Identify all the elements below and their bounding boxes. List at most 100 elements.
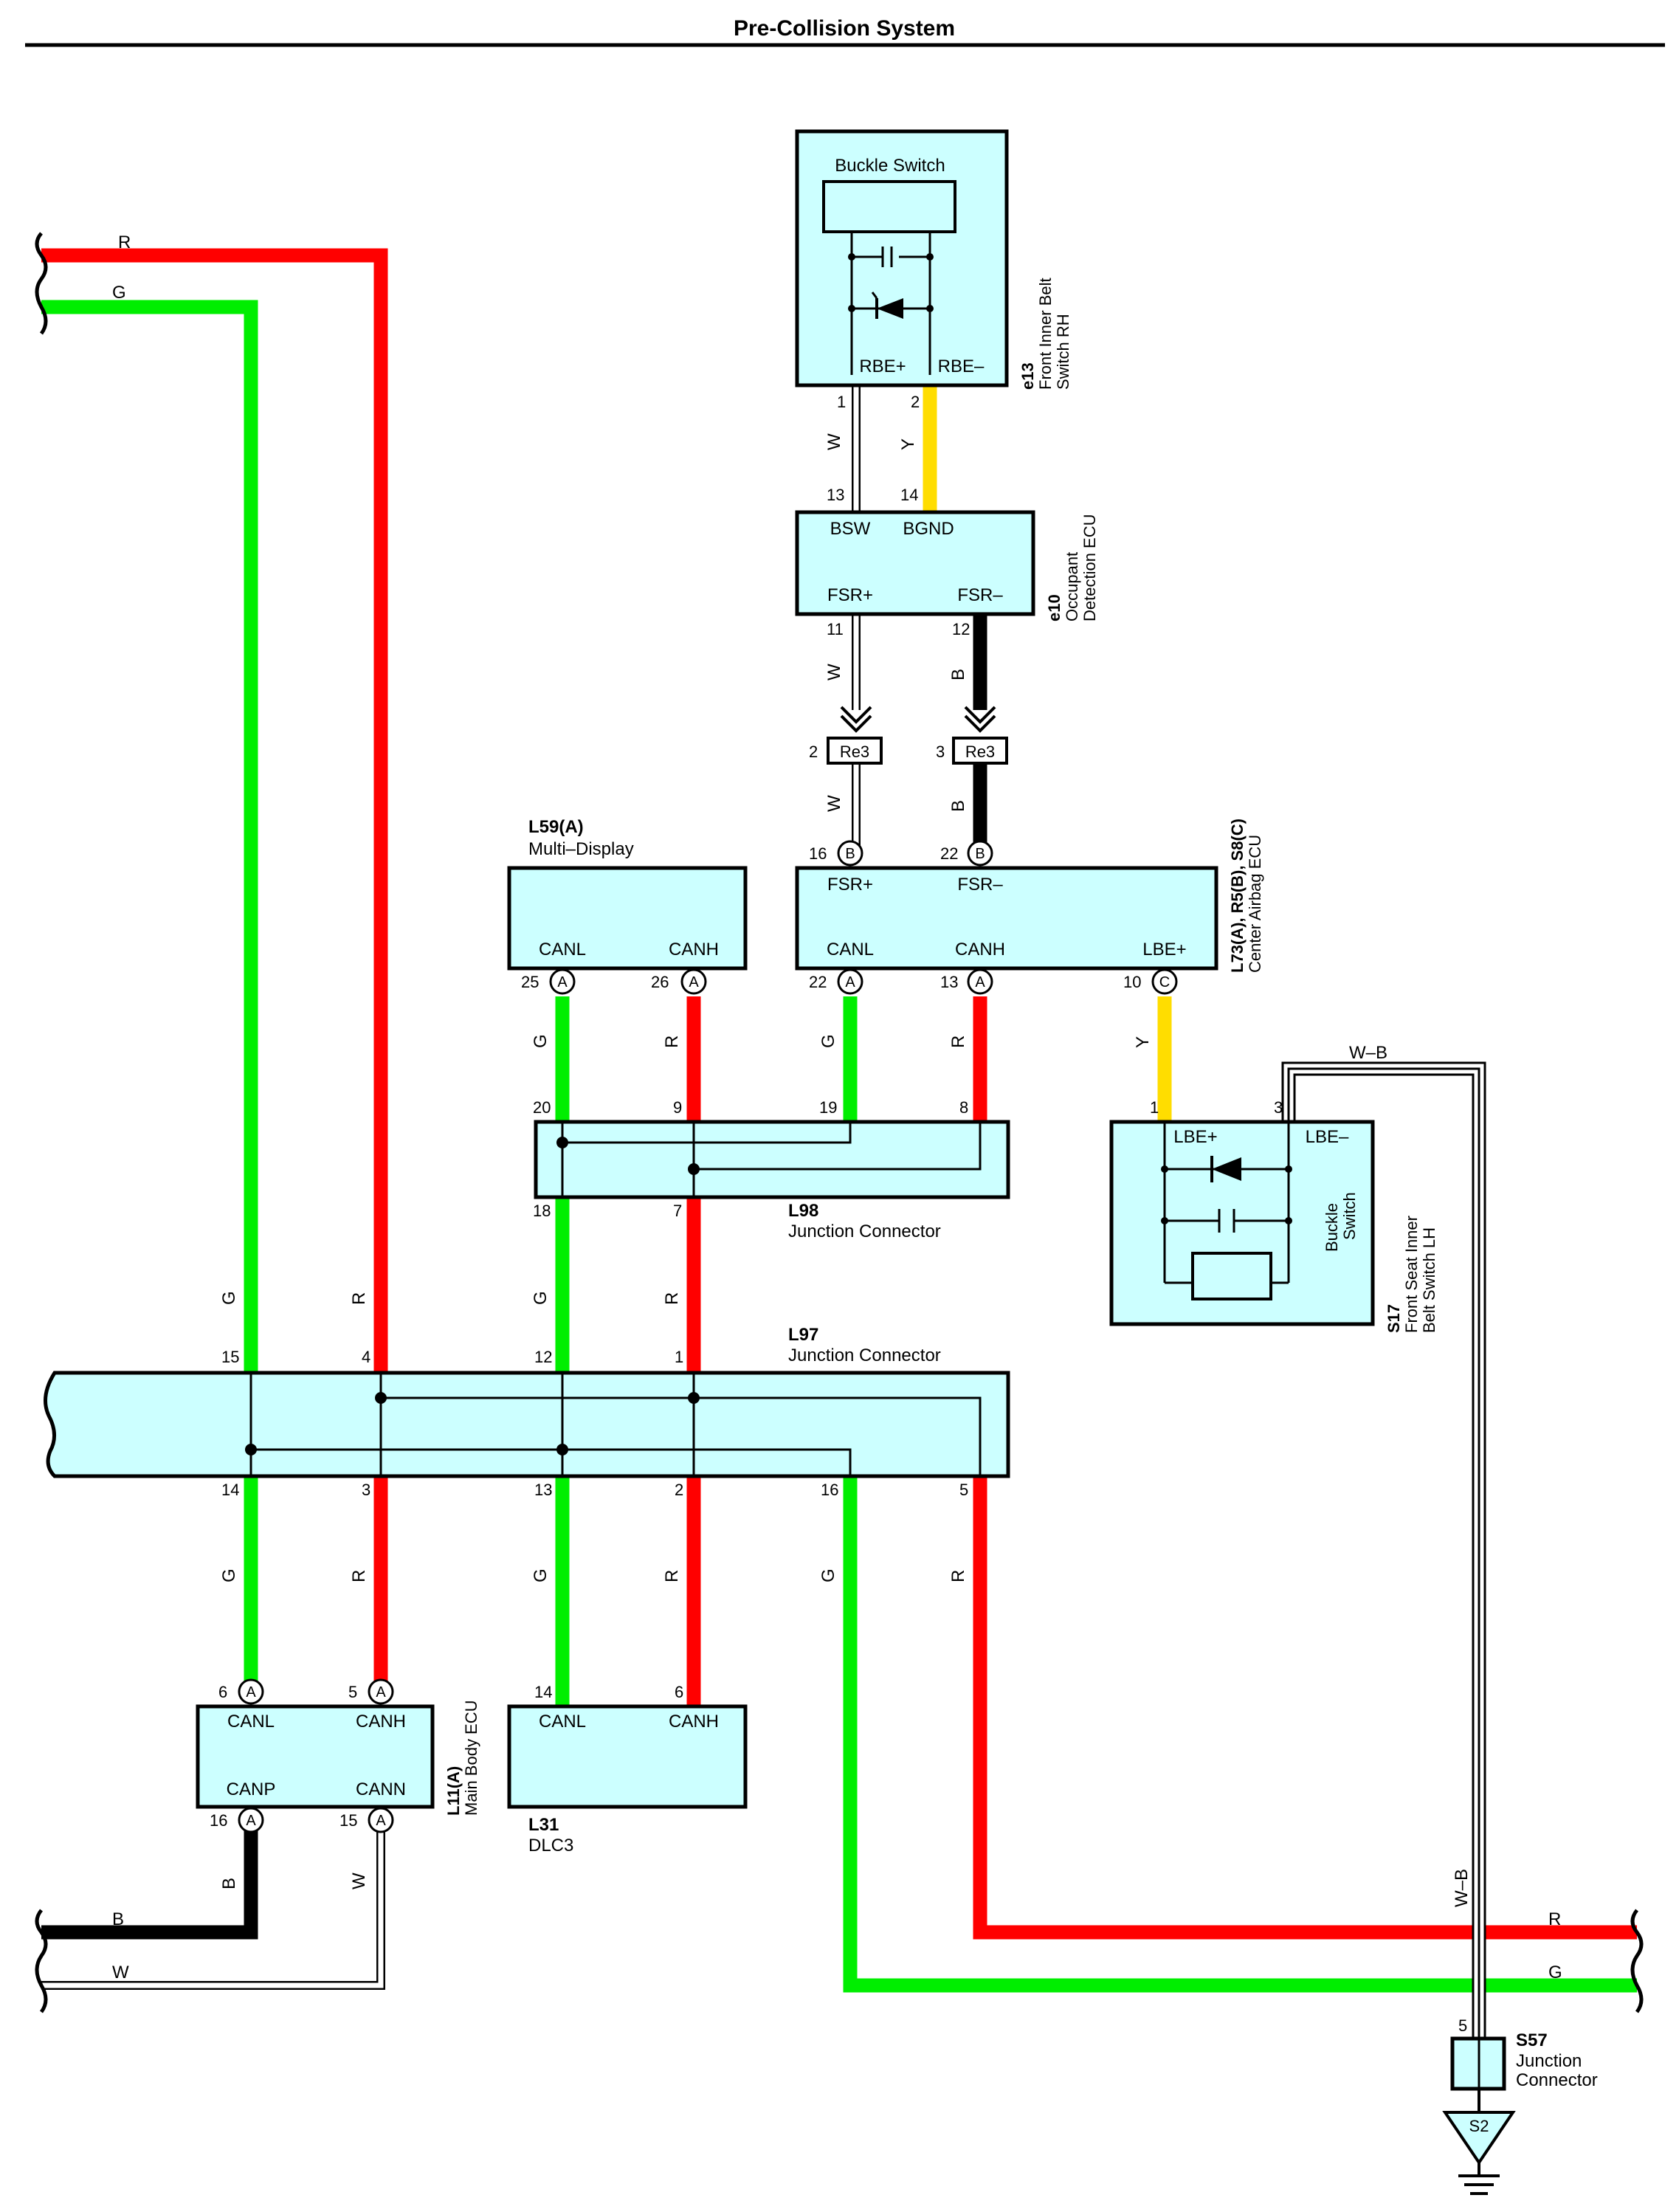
svg-text:CANH: CANH [955, 940, 1005, 959]
wire-g-l97-right [843, 1476, 1637, 1993]
svg-text:14: 14 [221, 1481, 239, 1499]
svg-text:Connector: Connector [1516, 2070, 1598, 2090]
s17-belt-switch-lh: LBE+ LBE– 1 3 Buckle Switch S17 Front Se… [1109, 1098, 1438, 1333]
svg-text:C: C [1159, 974, 1170, 990]
wire-w-l11-left-o [41, 1823, 385, 1990]
svg-text:FSR–: FSR– [957, 875, 1003, 895]
svg-text:3: 3 [1274, 1098, 1283, 1117]
svg-text:L97: L97 [788, 1325, 818, 1345]
svg-text:1: 1 [1150, 1098, 1159, 1117]
svg-text:Switch RH: Switch RH [1054, 314, 1072, 390]
ground-s2: S2 [1442, 2089, 1516, 2195]
svg-text:3: 3 [936, 742, 945, 761]
svg-text:FSR+: FSR+ [827, 875, 873, 895]
svg-text:W–B: W–B [1452, 1869, 1472, 1907]
svg-text:B: B [112, 1909, 124, 1929]
wire-labels: R G B W R G W–B W Y W B W B G R G R Y G … [112, 232, 1562, 1982]
svg-text:G: G [818, 1034, 838, 1048]
svg-text:B: B [845, 846, 855, 862]
svg-text:Re3: Re3 [840, 742, 869, 761]
l59-multi-display: L59(A) Multi–Display CANL CANH 25 26 [507, 817, 748, 991]
svg-text:DLC3: DLC3 [528, 1836, 573, 1856]
svg-text:G: G [531, 1291, 551, 1305]
svg-text:B: B [975, 846, 985, 862]
svg-text:6: 6 [675, 1683, 683, 1701]
svg-text:LBE–: LBE– [1306, 1127, 1349, 1147]
wire-g-left-top [41, 300, 258, 1373]
svg-text:CANL: CANL [227, 1712, 275, 1732]
svg-text:L11(A): L11(A) [444, 1766, 463, 1816]
svg-text:CANH: CANH [669, 940, 719, 959]
svg-text:A: A [376, 1813, 386, 1829]
page-title: Pre-Collision System [734, 16, 955, 41]
svg-text:5: 5 [348, 1683, 357, 1701]
l31-dlc3: CANL CANH 14 6 L31 DLC3 [507, 1683, 748, 1856]
svg-text:A: A [557, 974, 568, 990]
svg-text:R: R [662, 1570, 682, 1582]
svg-text:e13: e13 [1018, 362, 1037, 390]
svg-text:W: W [824, 664, 844, 681]
svg-text:A: A [376, 1684, 386, 1701]
l97-junction-connector: 15 4 12 1 14 3 13 2 16 5 L97 Junction Co… [44, 1325, 1010, 1499]
svg-text:Y: Y [1133, 1036, 1153, 1048]
svg-text:2: 2 [809, 742, 818, 761]
svg-text:L73(A), R5(B), S8(C): L73(A), R5(B), S8(C) [1228, 819, 1247, 973]
svg-text:G: G [219, 1291, 239, 1305]
svg-text:7: 7 [673, 1202, 682, 1220]
svg-text:G: G [531, 1568, 551, 1582]
svg-text:22: 22 [809, 973, 827, 991]
svg-text:12: 12 [534, 1348, 552, 1366]
svg-text:12: 12 [952, 620, 970, 638]
svg-text:Switch: Switch [1340, 1192, 1359, 1240]
svg-text:15: 15 [221, 1348, 239, 1366]
svg-text:B: B [219, 1878, 239, 1889]
left-wire-breaks [35, 232, 48, 2013]
svg-text:1: 1 [837, 393, 846, 411]
svg-text:Detection ECU: Detection ECU [1080, 514, 1099, 621]
svg-text:S2: S2 [1469, 2117, 1489, 2135]
right-wire-breaks [1630, 1909, 1644, 2013]
svg-text:G: G [531, 1034, 551, 1048]
svg-text:18: 18 [533, 1202, 551, 1220]
svg-text:A: A [246, 1684, 256, 1701]
svg-text:5: 5 [1458, 2016, 1467, 2035]
svg-text:22: 22 [940, 844, 958, 863]
svg-text:CANN: CANN [356, 1779, 406, 1799]
svg-text:CANP: CANP [227, 1779, 276, 1799]
wire-r-left-top [41, 248, 388, 1373]
re3-connectors: Re3 Re3 2 3 [809, 706, 1008, 765]
l73-center-airbag-ecu: FSR+ FSR– CANL CANH LBE+ 16 22 22 13 10 … [795, 819, 1264, 991]
svg-text:R: R [948, 1570, 968, 1582]
svg-text:L98: L98 [788, 1201, 818, 1221]
e13-belt-switch-rh: Buckle Switch RBE+ RBE– 1 2 e13 Front In… [795, 129, 1072, 411]
wire-w-l11-left-i [41, 1823, 384, 1988]
svg-text:A: A [845, 974, 855, 990]
svg-text:e10: e10 [1045, 594, 1063, 621]
svg-text:W: W [824, 433, 844, 450]
svg-text:26: 26 [651, 973, 669, 991]
svg-text:13: 13 [940, 973, 958, 991]
svg-text:13: 13 [827, 486, 844, 504]
wire-wb-s17-s57-c [1287, 1067, 1480, 2039]
svg-text:CANL: CANL [539, 940, 586, 959]
svg-text:2: 2 [911, 393, 920, 411]
svg-text:Center Airbag ECU: Center Airbag ECU [1246, 835, 1264, 973]
svg-text:Buckle Switch: Buckle Switch [835, 156, 945, 176]
e10-occupant-detection-ecu: BSW BGND FSR+ FSR– 13 14 11 12 e10 Occup… [795, 486, 1099, 638]
svg-text:4: 4 [362, 1348, 370, 1366]
svg-text:B: B [948, 800, 968, 812]
svg-text:CANH: CANH [669, 1712, 719, 1732]
svg-text:W: W [112, 1963, 129, 1982]
svg-text:S57: S57 [1516, 2030, 1548, 2050]
svg-text:9: 9 [673, 1098, 682, 1117]
svg-text:RBE+: RBE+ [859, 356, 906, 376]
svg-text:Front Seat Inner: Front Seat Inner [1402, 1216, 1421, 1333]
svg-text:Buckle: Buckle [1323, 1203, 1341, 1252]
svg-text:CANL: CANL [539, 1712, 586, 1732]
svg-text:LBE+: LBE+ [1173, 1127, 1217, 1147]
svg-text:W–B: W–B [1349, 1043, 1387, 1063]
svg-text:R: R [349, 1570, 369, 1582]
svg-text:25: 25 [521, 973, 539, 991]
svg-text:R: R [118, 232, 131, 252]
svg-text:RBE–: RBE– [938, 356, 985, 376]
